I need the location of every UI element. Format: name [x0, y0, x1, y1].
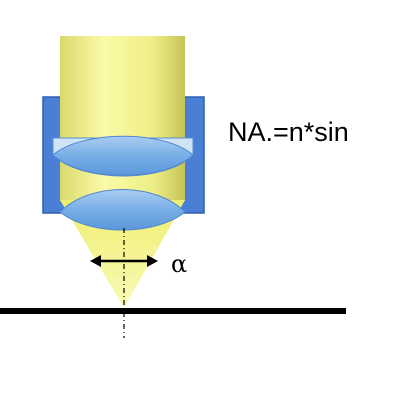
aperture-arrowhead-right: [147, 255, 158, 267]
angle-alpha-label: α: [171, 250, 187, 278]
upper-lens-convex: [52, 135, 194, 176]
numerical-aperture-formula: NA.=n*sin: [228, 117, 349, 147]
lower-lens: [59, 189, 186, 231]
aperture-arrowhead-left: [90, 255, 101, 267]
light-cone: [60, 200, 185, 308]
